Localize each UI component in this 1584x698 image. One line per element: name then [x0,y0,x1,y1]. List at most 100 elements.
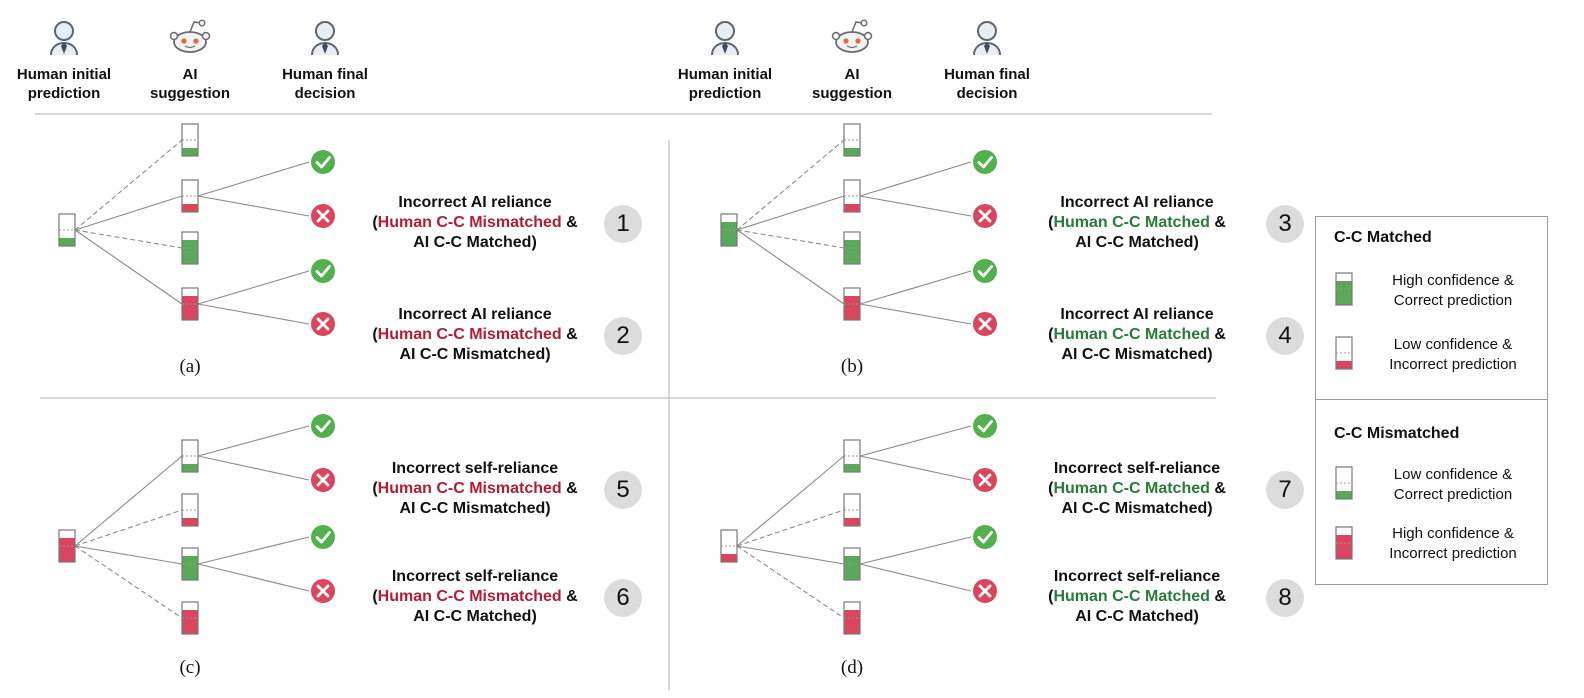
case-human-cc-line: (Human C-C Matched & [1017,213,1257,233]
legend-text-line: High confidence & [1392,525,1514,542]
legend-glass [1335,272,1353,306]
ampersand: & [1209,480,1226,497]
dashed-path [736,545,845,619]
case-number-badge: 8 [1266,579,1304,617]
header-line: AI [182,66,198,83]
check-circle-icon [311,150,335,174]
case-ai-cc: AI C-C Matched) [413,608,537,625]
legend-text-line: High confidence & [1392,272,1514,289]
glass-fill [1336,535,1352,559]
case-label-7: Incorrect self-reliance(Human C-C Matche… [1017,459,1257,519]
person-with-tie-icon [311,21,339,56]
person-with-tie-icon [711,21,739,56]
dashed-path [74,229,183,249]
dashed-path [74,545,183,619]
outcome-path [859,536,972,565]
cross-circle-icon [973,312,997,336]
ampersand: & [561,480,578,497]
ampersand: & [561,588,578,605]
panel-caption: (a) [179,356,201,377]
robot-face-icon [831,19,873,53]
human-cc-status: Human C-C Mismatched [377,326,562,343]
check-circle-icon [311,414,335,438]
glass-fill [59,238,75,246]
header-line: Human initial [16,66,112,83]
case-label-1: Incorrect AI reliance(Human C-C Mismatch… [355,193,595,253]
header-line: suggestion [811,85,892,102]
dashed-path [736,229,845,249]
legend-matched-title: C-C Matched [1334,229,1432,246]
paren: ( [1048,480,1054,497]
ai-suggestion-glass [181,493,199,527]
check-circle-icon [311,259,335,283]
cross-circle-icon [973,204,997,228]
outcome-path [859,195,972,217]
ai-suggestion-glass [843,439,861,473]
solid-path [736,195,845,231]
solid-path [74,229,183,305]
header-human-initial: Human initial prediction [0,65,129,103]
human-initial-glass [720,529,738,563]
case-number-badge: 3 [1266,205,1304,243]
person-with-tie-icon [50,21,78,56]
case-ai-cc: AI C-C Mismatched) [1061,346,1213,363]
case-human-cc-line: (Human C-C Matched & [1017,587,1257,607]
header-line: prediction [688,85,762,102]
header-line: Human final [282,66,368,83]
panel-b [720,123,972,325]
header-line: decision [294,85,356,102]
glass-fill [844,610,860,634]
dashed-path [736,509,845,547]
glass-fill [182,610,198,634]
case-number-badge: 7 [1266,471,1304,509]
cross-circle-icon [311,204,335,228]
ampersand: & [561,326,578,343]
legend-matched-item-1: High confidence &Correct prediction [1364,271,1542,311]
outcome-path [197,455,310,481]
case-title: Incorrect self-reliance [1053,568,1221,585]
outcome-path [859,303,972,325]
check-circle-icon [973,525,997,549]
glass-fill [1336,491,1352,499]
case-ai-cc: AI C-C Mismatched) [399,500,551,517]
glass-fill [844,296,860,320]
ai-suggestion-glass [843,231,861,265]
ampersand: & [1209,326,1226,343]
case-title: Incorrect AI reliance [1060,306,1214,323]
human-cc-status: Human C-C Mismatched [377,480,562,497]
case-label-2: Incorrect AI reliance(Human C-C Mismatch… [355,305,595,365]
panel-caption: (b) [840,356,864,377]
human-cc-status: Human C-C Matched [1053,588,1210,605]
outcome-path [197,425,310,457]
case-human-cc-line: (Human C-C Mismatched & [355,479,595,499]
outcome-path [859,425,972,457]
legend-glass [1335,336,1353,370]
case-ai-cc: AI C-C Matched) [1075,234,1199,251]
glass-fill [844,518,860,526]
outcome-path [859,563,972,592]
header-line: prediction [27,85,101,102]
case-number-badge: 5 [604,471,642,509]
glass-fill [1336,281,1352,305]
legend-text-line: Low confidence & [1393,466,1513,483]
human-initial-glass [58,529,76,563]
solid-path [74,545,183,565]
legend-matched-item-2: Low confidence &Incorrect prediction [1364,335,1542,375]
legend-text-line: Low confidence & [1393,336,1513,353]
solid-path [736,229,845,305]
case-human-cc-line: (Human C-C Mismatched & [355,325,595,345]
glass-fill [182,204,198,212]
ai-suggestion-glass [181,601,199,635]
legend-mismatched-title: C-C Mismatched [1334,425,1460,442]
outcome-path [859,161,972,197]
person-with-tie-icon [973,21,1001,56]
ai-suggestion-glass [843,601,861,635]
ai-suggestion-glass [181,231,199,265]
glass-fill [721,222,737,246]
solid-path [736,545,845,565]
robot-face-icon [169,19,211,53]
ai-suggestion-glass [843,123,861,157]
glass-fill [182,296,198,320]
